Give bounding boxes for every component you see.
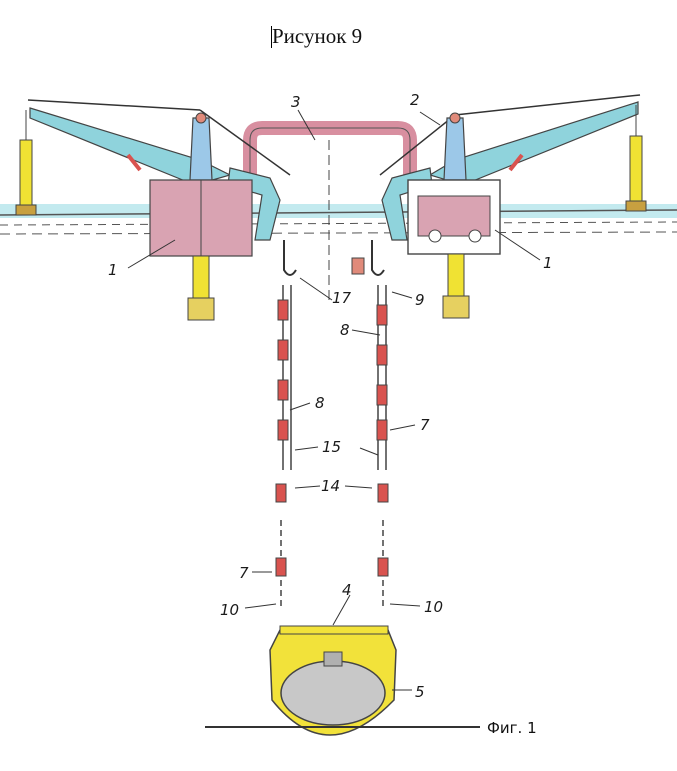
label-9: 9 <box>415 291 425 309</box>
left-chain <box>275 285 292 610</box>
left-crane <box>15 99 291 321</box>
right-crane <box>379 94 647 319</box>
right-chain <box>376 285 389 610</box>
label-7-left: 7 <box>239 564 249 582</box>
connecting-beam <box>243 121 417 180</box>
water-surface <box>0 204 677 235</box>
label-8-mid: 8 <box>315 394 325 412</box>
label-1-right: 1 <box>543 254 553 272</box>
label-17: 17 <box>332 289 352 307</box>
figure-title: Рисунок 9 <box>272 24 363 48</box>
label-15: 15 <box>322 438 341 456</box>
label-1-left: 1 <box>108 261 118 279</box>
text-cursor <box>271 26 272 48</box>
label-14: 14 <box>321 477 340 495</box>
leader-lines <box>127 109 541 691</box>
label-5: 5 <box>415 683 425 701</box>
submerged-hull <box>280 651 386 726</box>
label-8-top: 8 <box>340 321 350 339</box>
label-2: 2 <box>410 91 420 109</box>
upper-hooks <box>283 240 385 276</box>
label-10-left: 10 <box>220 601 239 619</box>
label-7-right: 7 <box>420 416 430 434</box>
label-4: 4 <box>342 581 352 599</box>
label-3: 3 <box>291 93 301 111</box>
figure-caption: Фиг. 1 <box>487 719 537 737</box>
label-10-right: 10 <box>424 598 443 616</box>
